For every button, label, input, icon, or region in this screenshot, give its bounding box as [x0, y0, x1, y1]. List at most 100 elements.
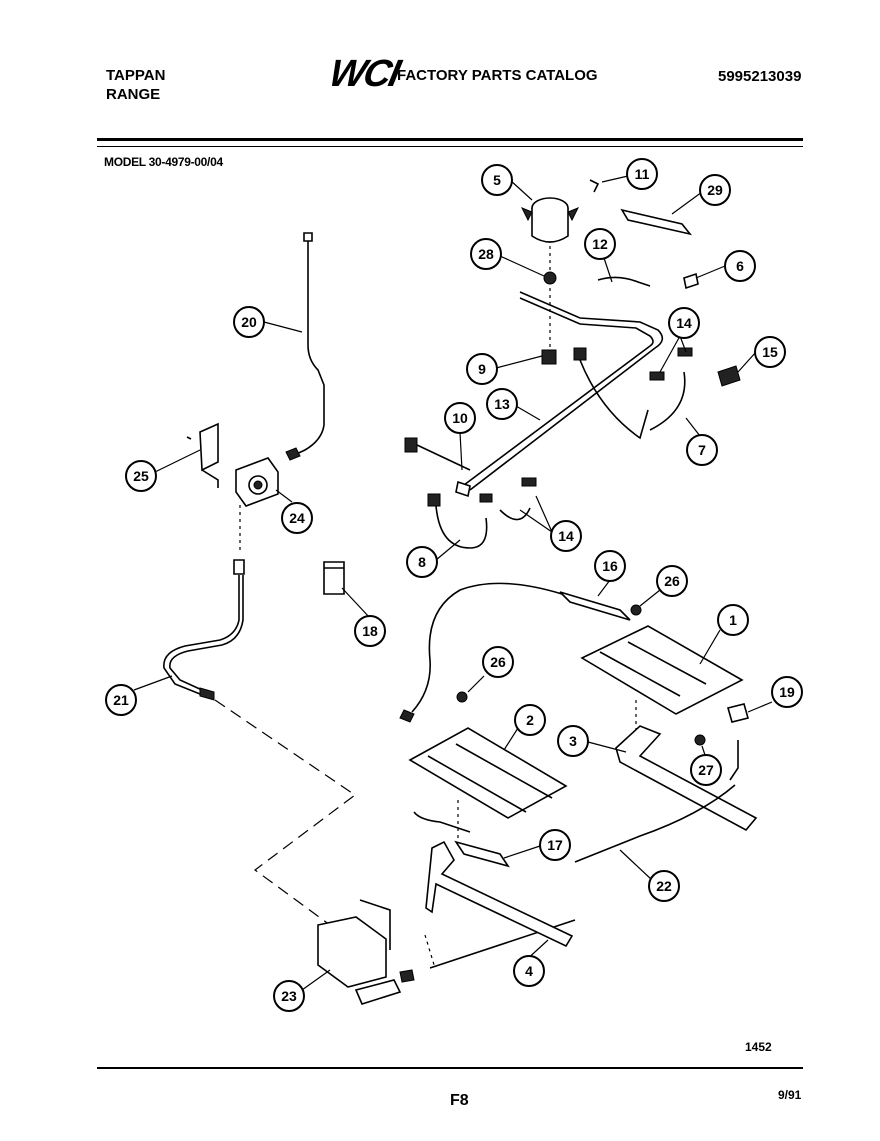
- callout-18: 18: [354, 615, 386, 647]
- part-5-knob: [520, 197, 580, 243]
- callout-22: 22: [648, 870, 680, 902]
- page-number: F8: [450, 1092, 469, 1109]
- part-24-valve: [235, 457, 279, 550]
- callout-3: 3: [557, 725, 589, 757]
- part-20-tube: [285, 232, 325, 461]
- svg-text:18: 18: [362, 623, 378, 639]
- svg-text:26: 26: [664, 573, 680, 589]
- part-15-bracket: [717, 365, 741, 387]
- part-1-burner: [580, 625, 744, 740]
- part-19-post: [729, 740, 739, 781]
- svg-text:12: 12: [592, 236, 608, 252]
- part-8-tube: [427, 493, 488, 549]
- svg-text:16: 16: [602, 558, 618, 574]
- callout-11: 11: [626, 158, 658, 190]
- callout-28: 28: [470, 238, 502, 270]
- header-rule-thick: [97, 138, 803, 141]
- part-4-burner-tube: [425, 840, 574, 948]
- callout-26-upper: 26: [656, 565, 688, 597]
- part-23-valve: [317, 899, 436, 1005]
- svg-text:3: 3: [569, 733, 577, 749]
- callout-15: 15: [754, 336, 786, 368]
- callout-26-lower: 26: [482, 646, 514, 678]
- part-26-nut-upper: [630, 604, 642, 616]
- part-19-fitting: [727, 703, 749, 723]
- part-29-strip: [620, 208, 693, 236]
- svg-text:29: 29: [707, 182, 723, 198]
- svg-text:20: 20: [241, 314, 257, 330]
- svg-text:8: 8: [418, 554, 426, 570]
- part-2-burner: [408, 727, 568, 840]
- part-7-tube-upper: [579, 359, 649, 440]
- svg-text:1: 1: [729, 612, 737, 628]
- part-17-igniter: [413, 811, 510, 868]
- footer-rule: [97, 1067, 803, 1069]
- callout-2: 2: [514, 704, 546, 736]
- callout-1: 1: [717, 604, 749, 636]
- svg-text:22: 22: [656, 878, 672, 894]
- part-22-line: [574, 784, 736, 863]
- part-3-burner-tube: [615, 725, 758, 832]
- drawing-number: 1452: [745, 1040, 772, 1054]
- svg-text:13: 13: [494, 396, 510, 412]
- svg-text:15: 15: [762, 344, 778, 360]
- part-13-manifold: [455, 291, 664, 498]
- callout-5: 5: [481, 164, 513, 196]
- part-27-nut: [694, 734, 706, 746]
- callout-19: 19: [771, 676, 803, 708]
- catalog-number: 5995213039: [718, 68, 802, 85]
- part-10-orifice: [404, 437, 471, 471]
- part-21-gas-line: [163, 559, 245, 701]
- part-18: [323, 561, 345, 595]
- callout-9: 9: [466, 353, 498, 385]
- svg-text:7: 7: [698, 442, 706, 458]
- callout-24: 24: [281, 502, 313, 534]
- svg-text:21: 21: [113, 692, 129, 708]
- part-16-bulb-tube: [399, 582, 631, 723]
- callout-16: 16: [594, 550, 626, 582]
- callout-21: 21: [105, 684, 137, 716]
- svg-text:9: 9: [478, 361, 486, 377]
- callout-8: 8: [406, 546, 438, 578]
- svg-text:26: 26: [490, 654, 506, 670]
- part-11-screw: [589, 179, 600, 193]
- svg-text:4: 4: [525, 963, 533, 979]
- svg-text:5: 5: [493, 172, 501, 188]
- part-14-upper: [649, 347, 693, 381]
- callout-13: 13: [486, 388, 518, 420]
- part-25-bracket: [186, 422, 219, 488]
- svg-text:14: 14: [676, 315, 692, 331]
- callout-17: 17: [539, 829, 571, 861]
- callout-14-lower: 14: [550, 520, 582, 552]
- part-7-tube-lower: [649, 371, 686, 431]
- assembly-line-21: [214, 699, 357, 926]
- model-number: MODEL 30-4979-00/04: [104, 155, 223, 169]
- part-26-nut-lower: [456, 691, 468, 703]
- part-12-wire: [597, 276, 651, 287]
- svg-text:27: 27: [698, 762, 714, 778]
- callout-12: 12: [584, 228, 616, 260]
- svg-text:24: 24: [289, 510, 305, 526]
- header-rule-thin: [97, 146, 803, 147]
- svg-text:17: 17: [547, 837, 563, 853]
- svg-text:19: 19: [779, 684, 795, 700]
- callout-4: 4: [513, 955, 545, 987]
- part-6-clip: [683, 272, 699, 290]
- part-9-orifice: [541, 347, 587, 365]
- svg-text:28: 28: [478, 246, 494, 262]
- callout-14-upper: 14: [668, 307, 700, 339]
- brand-line-1: TAPPAN: [106, 67, 166, 84]
- catalog-title: FACTORY PARTS CATALOG: [397, 67, 598, 84]
- callout-6: 6: [724, 250, 756, 282]
- part-14-lower: [479, 477, 537, 521]
- brand-line-2: RANGE: [106, 86, 161, 103]
- svg-text:23: 23: [281, 988, 297, 1004]
- svg-text:10: 10: [452, 410, 468, 426]
- callout-25: 25: [125, 460, 157, 492]
- svg-text:6: 6: [736, 258, 744, 274]
- callout-10: 10: [444, 402, 476, 434]
- leader-lines: [133, 175, 773, 991]
- callout-23: 23: [273, 980, 305, 1012]
- svg-text:14: 14: [558, 528, 574, 544]
